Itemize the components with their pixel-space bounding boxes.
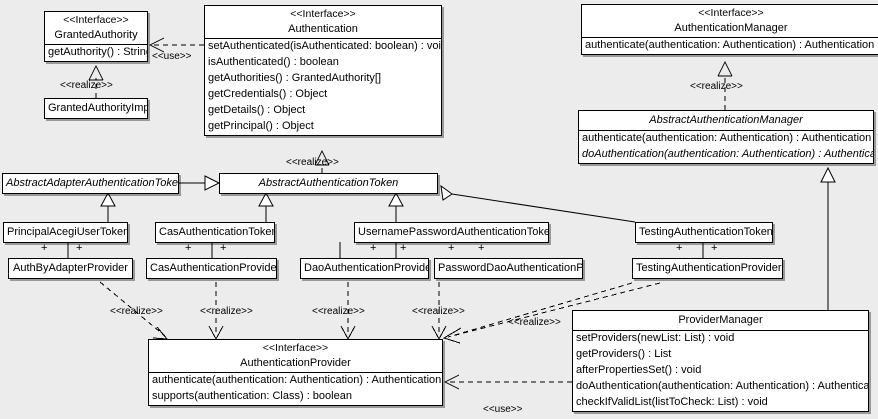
class-testing-authentication-provider[interactable]: TestingAuthenticationProvider [632, 258, 783, 279]
operations-compartment: getAuthority() : String [45, 45, 147, 61]
edge-label-realize-dao-authentication-provider: <<realize>> [312, 306, 365, 317]
class-header: <<Interface>> GrantedAuthority [45, 12, 147, 44]
operation: getPrincipal() : Object [208, 119, 314, 132]
compartment-separator [149, 371, 442, 373]
operations-compartment: setAuthenticated(isAuthenticated: boolea… [205, 39, 441, 135]
class-password-dao-authentication-provider[interactable]: PasswordDaoAuthenticationProvider [434, 258, 583, 279]
class-abstract-adapter-authentication-token[interactable]: AbstractAdapterAuthenticationToken [2, 173, 179, 194]
stereotype-label: <<Interface>> [262, 342, 329, 354]
class-authentication[interactable]: <<Interface>> Authentication setAuthenti… [204, 5, 442, 136]
compartment-separator [205, 37, 441, 39]
operation: setAuthenticated(isAuthenticated: boolea… [208, 39, 442, 52]
association-plus: + [676, 242, 683, 254]
class-name: AuthByAdapterProvider [13, 262, 128, 274]
edge-label-realize-abstract-authentication-token: <<realize>> [286, 157, 339, 168]
edge-label-realize-granted-authority-impl: <<realize>> [60, 80, 113, 91]
class-name: AuthenticationProvider [240, 356, 351, 369]
operation: doAuthentication(authentication: Authent… [582, 148, 874, 160]
edge-label-realize-auth-by-adapter-provider: <<realize>> [110, 306, 163, 317]
class-auth-by-adapter-provider[interactable]: AuthByAdapterProvider [8, 258, 133, 279]
operation: getCredentials() : Object [208, 87, 328, 100]
class-name: AbstractAuthenticationToken [258, 177, 399, 189]
association-plus: + [478, 242, 485, 254]
association-plus: + [220, 242, 227, 254]
stereotype-label: <<Interface>> [698, 7, 764, 19]
edge-label-realize-provider-manager: <<realize>> [508, 317, 561, 328]
class-name: CasAuthenticationProvider [150, 262, 277, 274]
class-header: <<Interface>> AuthenticationManager [582, 5, 878, 37]
class-cas-authentication-provider[interactable]: CasAuthenticationProvider [146, 258, 277, 279]
class-name: TestingAuthenticationProvider [636, 262, 782, 274]
class-name: ProviderManager [678, 314, 763, 326]
operation: getAuthority() : String [48, 45, 148, 58]
class-name: GrantedAuthorityImpl [48, 102, 148, 114]
class-provider-manager[interactable]: ProviderManager setProviders(newList: Li… [572, 310, 869, 412]
class-name: AbstractAdapterAuthenticationToken [6, 177, 179, 189]
class-name: CasAuthenticationToken [159, 226, 275, 238]
association-plus: + [711, 242, 718, 254]
edge-label-realize-cas-authentication-provider: <<realize>> [200, 306, 253, 317]
operation: setProviders(newList: List) : void [576, 332, 735, 344]
class-granted-authority[interactable]: <<Interface>> GrantedAuthority getAuthor… [44, 11, 148, 62]
class-name: Authentication [288, 22, 358, 35]
operation: doAuthentication(authentication: Authent… [576, 380, 869, 392]
class-name: AbstractAuthenticationManager [649, 114, 803, 126]
class-cas-authentication-token[interactable]: CasAuthenticationToken [155, 222, 275, 243]
association-plus: + [41, 242, 48, 254]
stereotype-label: <<Interface>> [290, 8, 356, 20]
operations-compartment: setProviders(newList: List) : void getPr… [573, 331, 868, 411]
class-header: <<Interface>> AuthenticationProvider [149, 340, 442, 372]
class-authentication-provider[interactable]: <<Interface>> AuthenticationProvider aut… [148, 339, 443, 406]
operation: supports(authentication: Class) : boolea… [152, 389, 352, 402]
operation: authenticate(authentication: Authenticat… [582, 132, 872, 144]
operation: afterPropertiesSet() : void [576, 364, 702, 376]
class-name: DaoAuthenticationProvider [304, 262, 429, 274]
operation: authenticate(authentication: Authenticat… [585, 38, 875, 51]
operation: isAuthenticated() : boolean [208, 55, 339, 68]
operation: getProviders() : List [576, 348, 672, 360]
operations-compartment: authenticate(authentication: Authenticat… [149, 373, 442, 405]
class-name: GrantedAuthority [54, 28, 138, 41]
class-dao-authentication-provider[interactable]: DaoAuthenticationProvider [300, 258, 429, 279]
edge-label-use-granted-authority: <<use>> [152, 51, 192, 62]
operation: checkIfValidList(listToCheck: List) : vo… [576, 396, 768, 408]
class-authentication-manager[interactable]: <<Interface>> AuthenticationManager auth… [581, 4, 878, 55]
association-plus: + [76, 242, 83, 254]
operations-compartment: authenticate(authentication: Authenticat… [579, 131, 873, 163]
association-plus: + [370, 242, 377, 254]
class-name: PasswordDaoAuthenticationProvider [438, 262, 583, 274]
association-plus: + [400, 242, 407, 254]
class-username-password-authentication-token[interactable]: UsernamePasswordAuthenticationToken [354, 222, 549, 243]
compartment-separator [582, 36, 878, 38]
operation: authenticate(authentication: Authenticat… [152, 373, 442, 386]
edge-label-realize-abstract-authentication-manager: <<realize>> [690, 81, 743, 92]
edge-label-realize-password-dao-authentication-provider: <<realize>> [412, 306, 465, 317]
class-name: UsernamePasswordAuthenticationToken [358, 226, 549, 238]
class-name: PrincipalAcegiUserToken [7, 226, 128, 238]
class-principal-acegi-user-token[interactable]: PrincipalAcegiUserToken [3, 222, 128, 243]
stereotype-label: <<Interface>> [63, 14, 129, 26]
operations-compartment: authenticate(authentication: Authenticat… [582, 38, 878, 54]
compartment-separator [579, 130, 873, 131]
compartment-separator [573, 330, 868, 331]
operation: getDetails() : Object [208, 103, 306, 116]
association-plus: + [185, 242, 192, 254]
operation: getAuthorities() : GrantedAuthority[] [208, 71, 382, 84]
class-abstract-authentication-token[interactable]: AbstractAuthenticationToken [219, 173, 438, 194]
class-name: AuthenticationManager [674, 21, 788, 34]
compartment-separator [45, 43, 147, 45]
edge-label-use-provider-manager: <<use>> [483, 404, 523, 415]
class-testing-authentication-token[interactable]: TestingAuthenticationToken [635, 222, 773, 243]
class-header: <<Interface>> Authentication [205, 6, 441, 38]
class-granted-authority-impl[interactable]: GrantedAuthorityImpl [44, 98, 148, 119]
association-plus: + [448, 242, 455, 254]
class-name: TestingAuthenticationToken [639, 226, 773, 238]
class-abstract-authentication-manager[interactable]: AbstractAuthenticationManager authentica… [578, 110, 874, 164]
